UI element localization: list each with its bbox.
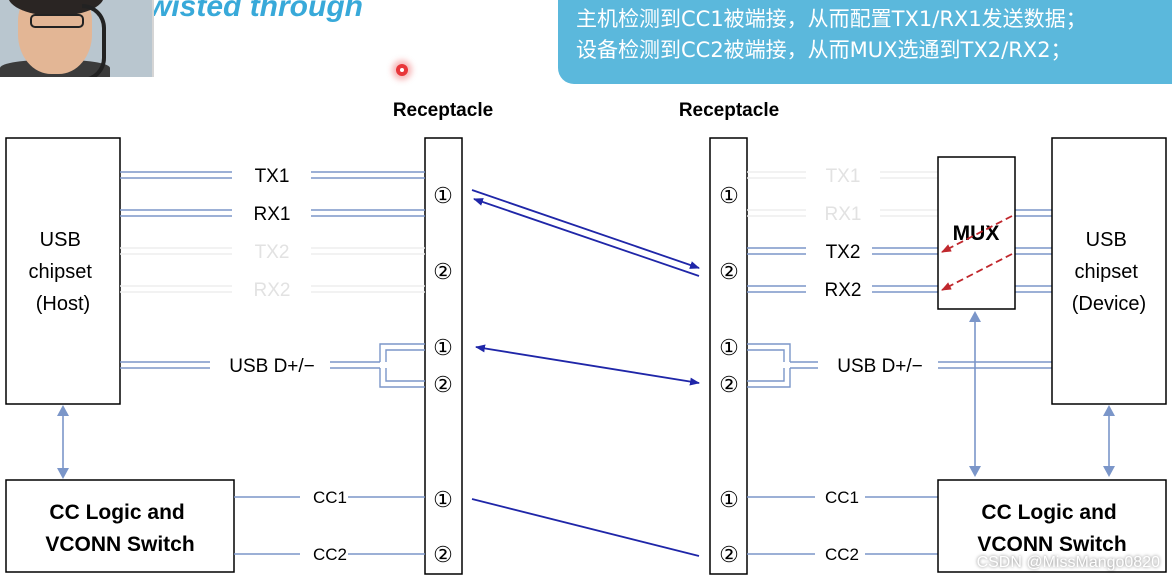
right-pin-tx1: ① bbox=[719, 183, 739, 208]
device-cc-logic-label: CC Logic and VCONN Switch bbox=[977, 501, 1126, 556]
right-cc2-label: CC2 bbox=[825, 545, 859, 564]
left-tx2-label: TX2 bbox=[255, 242, 290, 263]
cable-arrow-tx bbox=[471, 189, 700, 269]
cable-arrows bbox=[471, 189, 700, 557]
left-pin-cc2: ② bbox=[433, 542, 453, 567]
device-cc-logic-box bbox=[937, 479, 1167, 573]
background-slide-title: wisted through bbox=[148, 0, 363, 23]
right-pin-cc1: ① bbox=[719, 487, 739, 512]
left-rx2-label: RX2 bbox=[254, 280, 291, 301]
cable-arrow-rx bbox=[473, 198, 700, 277]
right-pin-rx2: ② bbox=[719, 259, 739, 284]
right-rx2-label: RX2 bbox=[825, 280, 862, 301]
left-rx1-label: RX1 bbox=[254, 204, 291, 225]
left-cc2-label: CC2 bbox=[313, 545, 347, 564]
left-faded-lines bbox=[120, 247, 425, 293]
pointer-dot-icon bbox=[396, 64, 408, 76]
right-usbd-label: USB D+/− bbox=[837, 356, 923, 377]
left-pin-cc1: ① bbox=[433, 487, 453, 512]
right-cc1-label: CC1 bbox=[825, 488, 859, 507]
headset-icon bbox=[82, 4, 106, 77]
left-signal-lines bbox=[120, 171, 425, 555]
note-line-2: 设备检测到CC2被端接，从而MUX选通到TX2/RX2； bbox=[576, 38, 1072, 62]
mux-arrow-lower bbox=[941, 253, 1013, 291]
host-chipset-box bbox=[5, 137, 121, 405]
right-faded-lines bbox=[747, 171, 938, 217]
cable-line-cc bbox=[471, 498, 700, 557]
left-pin-d1: ① bbox=[433, 335, 453, 360]
left-pin-rx2: ② bbox=[433, 259, 453, 284]
mux-arrow-upper bbox=[941, 215, 1013, 253]
host-chipset-label: USB chipset (Host) bbox=[29, 229, 98, 315]
device-chipset-box bbox=[1051, 137, 1167, 405]
right-pin-cc2: ② bbox=[719, 542, 739, 567]
webcam-overlay bbox=[0, 0, 154, 77]
left-receptacle-label: Receptacle bbox=[393, 100, 493, 121]
glasses-icon bbox=[30, 14, 84, 28]
cable-arrow-usbd bbox=[475, 344, 700, 386]
device-chipset-label: USB chipset (Device) bbox=[1072, 229, 1146, 315]
right-tx2-label: TX2 bbox=[826, 242, 861, 263]
annotation-note: 主机检测到CC1被端接，从而配置TX1/RX1发送数据； 设备检测到CC2被端接… bbox=[558, 0, 1172, 84]
right-pin-d2: ② bbox=[719, 372, 739, 397]
right-receptacle-box bbox=[709, 137, 748, 575]
mux-label: MUX bbox=[953, 222, 1000, 245]
presenter-hair bbox=[8, 0, 104, 16]
host-cc-logic-box bbox=[5, 479, 235, 573]
right-tx1-label: TX1 bbox=[826, 166, 861, 187]
left-receptacle-box bbox=[424, 137, 463, 575]
watermark: CSDN @MissMango0820 bbox=[976, 554, 1160, 571]
note-line-1: 主机检测到CC1被端接，从而配置TX1/RX1发送数据； bbox=[576, 7, 1087, 31]
right-receptacle-label: Receptacle bbox=[679, 100, 779, 121]
left-cc1-label: CC1 bbox=[313, 488, 347, 507]
host-cc-logic-label: CC Logic and VCONN Switch bbox=[45, 501, 194, 556]
right-signal-lines bbox=[747, 209, 1052, 555]
left-pin-d2: ② bbox=[433, 372, 453, 397]
left-usbd-label: USB D+/− bbox=[229, 356, 315, 377]
device-vertical-links bbox=[974, 316, 1110, 472]
left-tx1-label: TX1 bbox=[255, 166, 290, 187]
right-rx1-label: RX1 bbox=[825, 204, 862, 225]
right-pin-d1: ① bbox=[719, 335, 739, 360]
left-pin-tx1: ① bbox=[433, 183, 453, 208]
